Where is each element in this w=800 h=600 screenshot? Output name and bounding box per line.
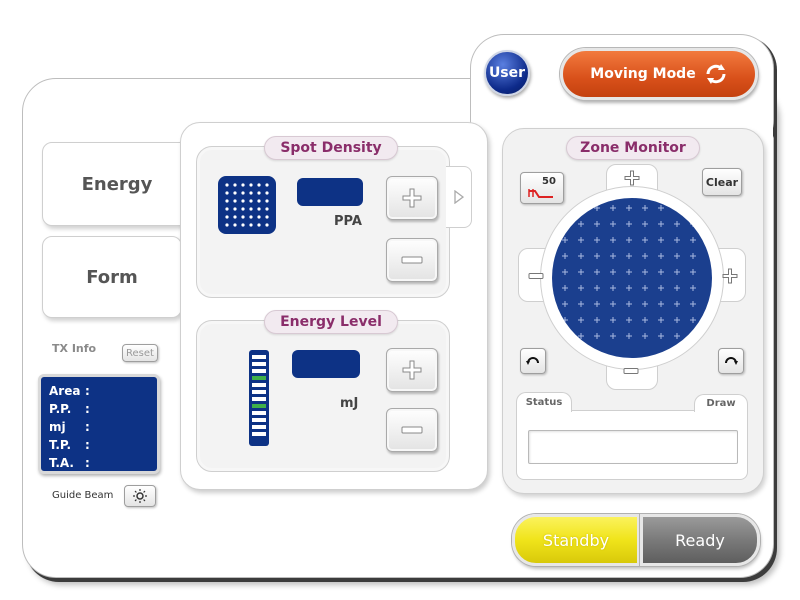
ready-label: Ready bbox=[675, 530, 725, 550]
tx-row-area: Area: bbox=[49, 384, 90, 398]
tab-energy[interactable]: Energy bbox=[42, 142, 192, 226]
laser-handpiece-icon bbox=[528, 189, 553, 198]
user-button[interactable]: User bbox=[484, 50, 530, 96]
refresh-icon bbox=[706, 64, 726, 84]
shot-counter-button[interactable]: 50 bbox=[520, 172, 564, 204]
rotate-left-button[interactable] bbox=[520, 348, 546, 374]
status-text-field[interactable] bbox=[528, 430, 738, 464]
plus-icon bbox=[402, 360, 422, 380]
zone-grid bbox=[562, 205, 696, 339]
tab-draw-label: Draw bbox=[706, 398, 736, 409]
tx-row-ta: T.A.: bbox=[49, 456, 90, 470]
ready-button[interactable]: Ready bbox=[640, 514, 760, 566]
energy-level-title: Energy Level bbox=[264, 310, 398, 334]
clear-button-label: Clear bbox=[705, 175, 739, 189]
standby-button[interactable]: Standby bbox=[512, 514, 640, 566]
zone-up-button[interactable] bbox=[622, 168, 642, 188]
user-button-label: User bbox=[488, 65, 526, 81]
zone-monitor-title: Zone Monitor bbox=[566, 136, 700, 160]
spot-density-value-display bbox=[297, 178, 363, 206]
minus-icon bbox=[528, 273, 544, 279]
moving-mode-button[interactable]: Moving Mode bbox=[560, 48, 758, 100]
spot-density-unit: PPA bbox=[334, 214, 362, 229]
standby-label: Standby bbox=[542, 530, 610, 550]
moving-mode-label: Moving Mode bbox=[590, 66, 696, 82]
energy-level-unit: mJ bbox=[340, 396, 359, 411]
shot-counter-value: 50 bbox=[542, 176, 556, 187]
density-expand-tab[interactable] bbox=[446, 166, 472, 228]
guide-beam-button[interactable] bbox=[124, 485, 156, 507]
energy-level-segments bbox=[252, 355, 266, 436]
tab-form-label: Form bbox=[86, 266, 138, 288]
spot-density-minus-button[interactable] bbox=[386, 238, 438, 282]
minus-icon bbox=[623, 368, 639, 374]
zone-circle[interactable] bbox=[552, 198, 712, 358]
tab-draw[interactable]: Draw bbox=[694, 394, 748, 412]
rotate-left-icon bbox=[526, 357, 539, 365]
plus-icon bbox=[624, 170, 640, 186]
minus-icon bbox=[401, 426, 423, 434]
reset-button[interactable]: Reset bbox=[122, 344, 158, 362]
spot-density-plus-button[interactable] bbox=[386, 176, 438, 220]
tab-status-label: Status bbox=[525, 397, 563, 408]
reset-button-label: Reset bbox=[126, 347, 154, 359]
spot-pattern-icon bbox=[218, 176, 276, 234]
rotate-right-button[interactable] bbox=[718, 348, 744, 374]
plus-icon bbox=[722, 268, 738, 284]
zone-left-button[interactable] bbox=[526, 268, 546, 284]
tx-row-mj: mj: bbox=[49, 420, 90, 434]
energy-level-minus-button[interactable] bbox=[386, 408, 438, 452]
zone-down-button[interactable] bbox=[620, 364, 642, 378]
tx-row-tp: T.P.: bbox=[49, 438, 90, 452]
guide-beam-label: Guide Beam bbox=[52, 490, 114, 501]
arrow-right-icon bbox=[453, 190, 464, 204]
tab-status[interactable]: Status bbox=[516, 392, 572, 412]
tab-form[interactable]: Form bbox=[42, 236, 182, 318]
plus-icon bbox=[402, 188, 422, 208]
light-bulb-icon bbox=[133, 489, 147, 503]
tx-info-display: Area: P.P.: mj: T.P.: T.A.: bbox=[38, 374, 160, 474]
clear-button[interactable]: Clear bbox=[702, 168, 742, 196]
minus-icon bbox=[401, 256, 423, 264]
zone-right-button[interactable] bbox=[720, 266, 740, 286]
energy-level-value-display bbox=[292, 350, 360, 378]
tab-energy-label: Energy bbox=[81, 173, 153, 195]
rotate-right-icon bbox=[725, 357, 738, 365]
energy-level-bar bbox=[249, 350, 269, 446]
energy-level-plus-button[interactable] bbox=[386, 348, 438, 392]
tx-row-pp: P.P.: bbox=[49, 402, 90, 416]
spot-density-title: Spot Density bbox=[264, 136, 398, 160]
tx-info-title: TX Info bbox=[52, 342, 97, 355]
